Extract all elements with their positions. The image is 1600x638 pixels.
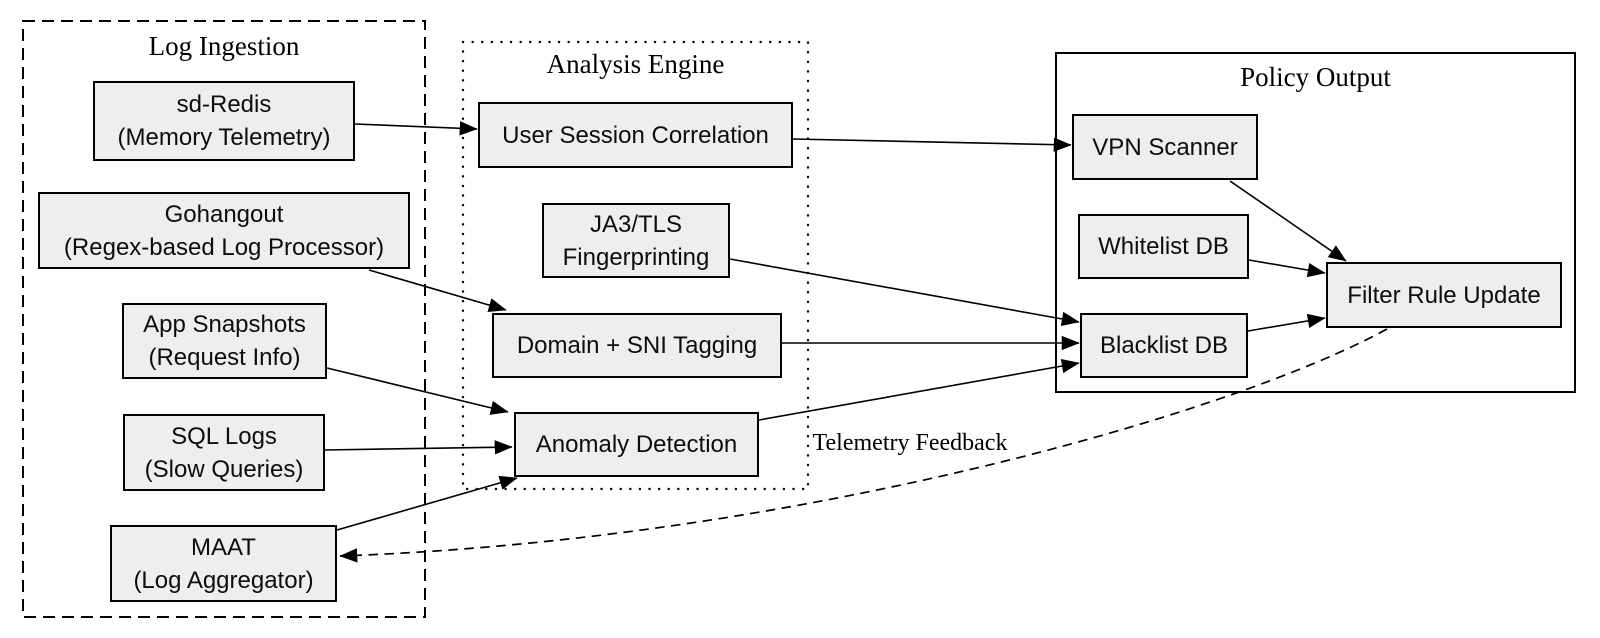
edge-ja3-tls-fingerprinting-to-blacklist-db — [729, 258, 1080, 327]
edge-user-session-correlation-to-vpn-scanner — [792, 137, 1072, 152]
node-label: SQL Logs — [171, 422, 277, 450]
node-sublabel: (Request Info) — [148, 344, 301, 371]
node-anomaly-detection: Anomaly Detection — [514, 412, 759, 477]
node-domain-sni-tagging: Domain + SNI Tagging — [492, 313, 782, 378]
node-sublabel: (Slow Queries) — [144, 455, 304, 483]
edge-gohangout-to-domain-sni-tagging — [368, 269, 507, 313]
node-whitelist-db: Whitelist DB — [1078, 214, 1249, 279]
edge-anomaly-detection-to-blacklist-db — [758, 358, 1080, 421]
edge-app-snapshots-to-anomaly-detection — [326, 367, 509, 415]
node-label: Anomaly Detection — [535, 431, 738, 458]
node-sublabel: (Memory Telemetry) — [117, 124, 331, 151]
node-gohangout: Gohangout (Regex-based Log Processor) — [38, 192, 410, 269]
group-box-log-ingestion — [22, 20, 426, 618]
node-label: Gohangout — [164, 200, 284, 228]
edge-sql-logs-to-anomaly-detection — [324, 440, 513, 455]
edge-sd-redis-to-user-session-correlation — [354, 121, 478, 136]
node-label: Filter Rule Update — [1347, 281, 1541, 309]
edge-blacklist-db-to-filter-rule-update — [1247, 313, 1326, 332]
group-title-log-ingestion: Log Ingestion — [148, 31, 300, 61]
edge-vpn-scanner-to-filter-rule-update — [1229, 180, 1347, 262]
node-sql-logs: SQL Logs (Slow Queries) — [123, 414, 325, 491]
node-sd-redis: sd-Redis (Memory Telemetry) — [93, 81, 355, 161]
node-label: JA3/TLS — [589, 210, 683, 238]
node-sublabel: (Regex-based Log Processor) — [63, 233, 385, 261]
edge-label-telemetry-feedback: Telemetry Feedback — [812, 430, 1008, 456]
group-title-analysis-engine: Analysis Engine — [546, 49, 725, 79]
node-ja3-tls-fingerprinting: JA3/TLS Fingerprinting — [542, 203, 730, 278]
node-filter-rule-update: Filter Rule Update — [1326, 262, 1562, 328]
node-user-session-correlation: User Session Correlation — [478, 102, 793, 168]
node-maat: MAAT (Log Aggregator) — [110, 525, 337, 602]
node-label: sd-Redis — [176, 91, 272, 118]
node-label: App Snapshots — [143, 311, 306, 338]
node-label: Domain + SNI Tagging — [516, 332, 758, 359]
edge-whitelist-db-to-filter-rule-update — [1248, 259, 1326, 278]
node-sublabel: (Log Aggregator) — [133, 566, 314, 594]
edge-maat-to-anomaly-detection — [336, 475, 518, 531]
node-sublabel: Fingerprinting — [562, 243, 710, 271]
node-label: Whitelist DB — [1098, 233, 1229, 260]
group-box-analysis-engine — [461, 40, 810, 491]
node-label: User Session Correlation — [502, 121, 769, 149]
node-label: MAAT — [191, 533, 256, 561]
node-label: VPN Scanner — [1092, 133, 1238, 161]
node-app-snapshots: App Snapshots (Request Info) — [122, 303, 327, 379]
node-label: Blacklist DB — [1099, 332, 1229, 359]
node-vpn-scanner: VPN Scanner — [1072, 114, 1258, 180]
edge-filter-rule-update-to-maat-feedback — [339, 328, 1388, 563]
group-box-policy-output — [1055, 52, 1576, 393]
group-title-policy-output: Policy Output — [1240, 62, 1391, 92]
node-blacklist-db: Blacklist DB — [1080, 313, 1248, 378]
